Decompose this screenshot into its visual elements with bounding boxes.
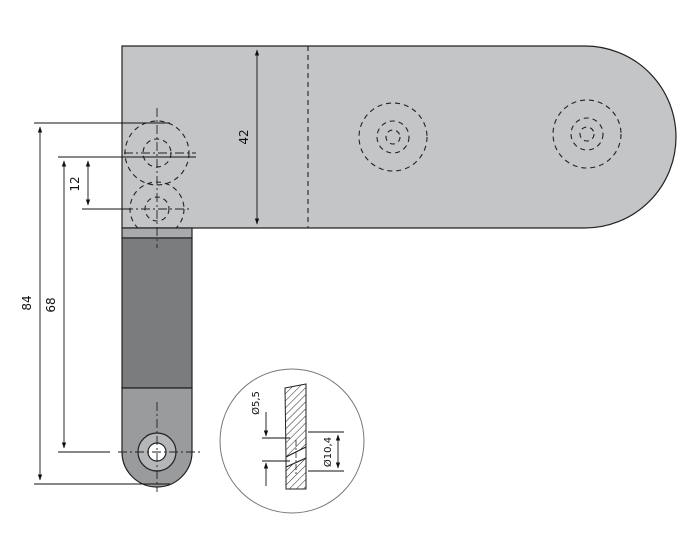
dimension-42-label: 42 xyxy=(237,129,251,144)
hinge-plate xyxy=(121,45,677,229)
center-lines xyxy=(118,108,200,492)
countersink-diameter-label: Ø10,4 xyxy=(322,437,334,467)
dimension-42: 42 xyxy=(237,49,260,225)
dimension-84: 84 xyxy=(20,122,170,485)
hole-diameter-label: Ø5,5 xyxy=(250,391,262,415)
dimension-12: 12 xyxy=(68,160,130,210)
plate-screw-hole-2 xyxy=(552,99,622,169)
countersink-detail: Ø5,5 Ø10,4 xyxy=(219,368,365,514)
hinge-arm xyxy=(121,237,193,389)
dimension-68: 68 xyxy=(44,156,196,453)
dimension-68-label: 68 xyxy=(44,297,58,312)
dimension-84-label: 84 xyxy=(20,295,34,310)
dimension-12-label: 12 xyxy=(68,176,82,191)
plate-screw-hole-1 xyxy=(358,102,428,172)
